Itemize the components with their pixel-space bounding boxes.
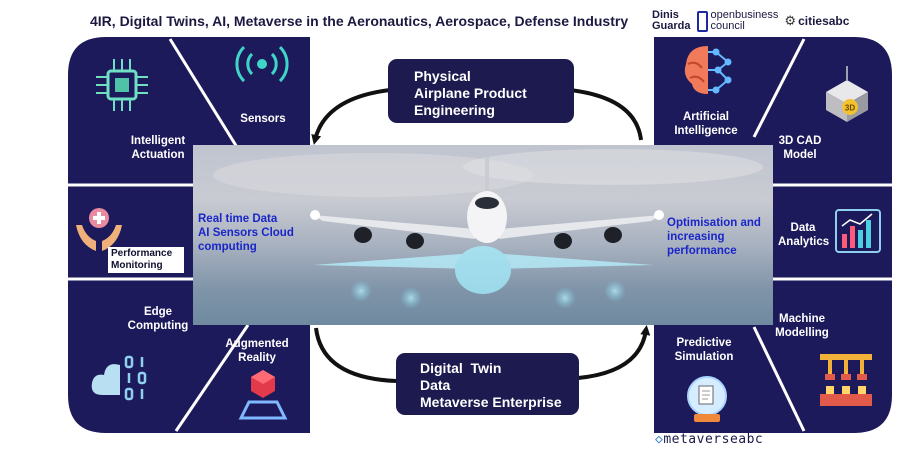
page-title: 4IR, Digital Twins, AI, Metaverse in the… xyxy=(90,13,629,29)
right-overlay-text: Optimisation and increasing performance xyxy=(667,217,761,257)
cube-3d-label: 3D xyxy=(845,104,855,113)
brain-network-icon xyxy=(680,42,736,98)
label-sensors: Sensors xyxy=(240,113,286,125)
hands-heart-icon xyxy=(74,205,124,253)
label-performance-monitoring: Performance Monitoring xyxy=(108,247,184,273)
chip-icon xyxy=(92,55,152,115)
open-business-council-logo: openbusiness council xyxy=(696,10,778,32)
airplane-illustration xyxy=(213,149,763,309)
dinis-guarda-logo: Dinis Guarda xyxy=(652,9,691,32)
ar-cube-icon xyxy=(235,368,291,424)
label-data-analytics: Data Analytics xyxy=(778,222,830,248)
bar-chart-icon xyxy=(834,208,882,254)
label-3d-cad-model: 3D CAD Model xyxy=(778,135,822,161)
right-panel-shape xyxy=(654,37,892,433)
label-intelligent-actuation: Intelligent Actuation xyxy=(130,135,186,161)
label-artificial-intelligence: Artificial Intelligence xyxy=(674,111,738,137)
label-edge-computing: Edge Computing xyxy=(127,306,189,332)
cloud-binary-icon xyxy=(90,353,154,403)
left-panel-shape xyxy=(68,37,310,433)
wireless-signal-icon xyxy=(232,42,292,86)
book-icon xyxy=(696,10,708,32)
3d-cube-icon: 3D xyxy=(820,64,874,124)
physical-engineering-box: Physical Airplane Product Engineering xyxy=(388,59,574,123)
citiesabc-logo: ⚙ citiesabc xyxy=(784,13,850,28)
gear-icon: ⚙ xyxy=(784,13,797,28)
digital-twin-box: Digital Twin Data Metaverse Enterprise xyxy=(396,353,579,415)
left-overlay-text: Real time Data AI Sensors Cloud computin… xyxy=(198,213,294,253)
crystal-ball-icon xyxy=(684,374,730,424)
diamond-icon: ◇ xyxy=(655,432,664,447)
label-augmented-reality: Augmented Reality xyxy=(225,338,289,364)
airplane-photo xyxy=(193,145,773,325)
logo-group: Dinis Guarda openbusiness council ⚙ citi… xyxy=(652,10,849,32)
label-machine-modelling: Machine Modelling xyxy=(775,313,829,339)
label-predictive-simulation: Predictive Simulation xyxy=(674,337,734,363)
robot-arms-icon xyxy=(818,352,874,408)
metaverseabc-logo: ◇metaverseabc xyxy=(655,432,764,447)
